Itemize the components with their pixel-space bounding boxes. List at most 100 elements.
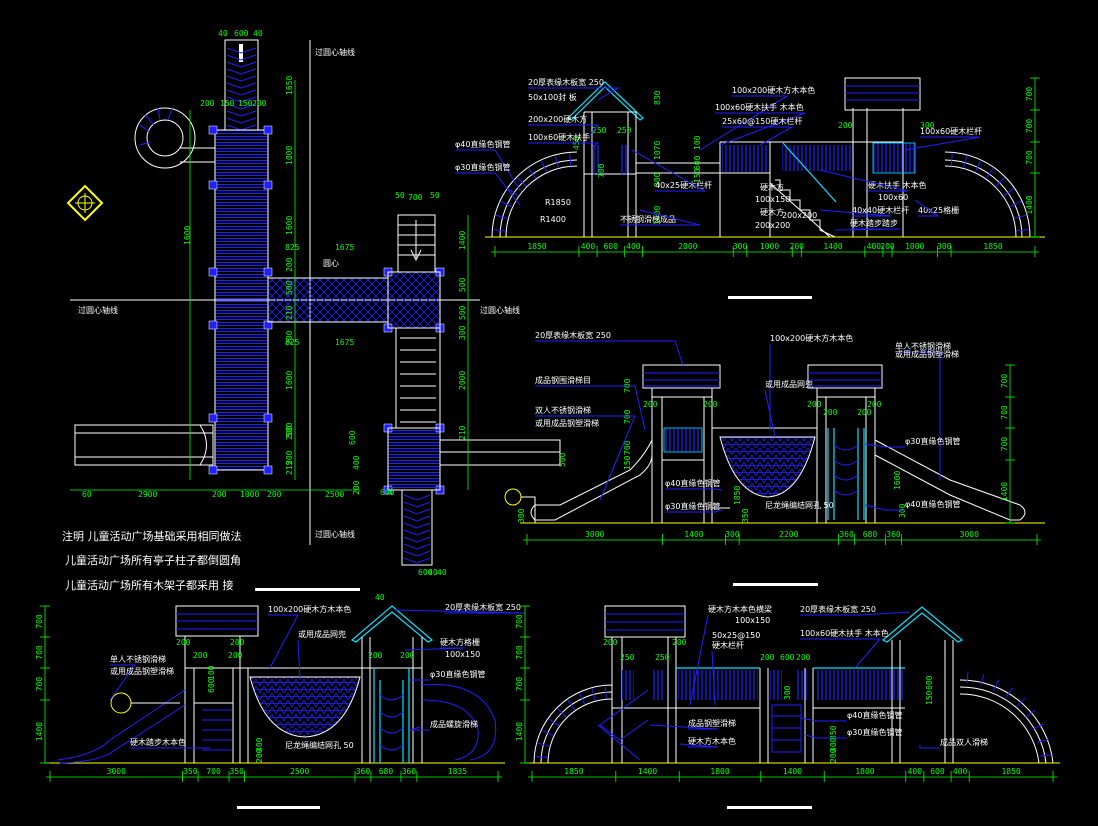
dim: 40 xyxy=(253,29,263,38)
chevron-mark xyxy=(403,543,431,550)
dimension-value: 150 xyxy=(693,168,702,183)
dimension-value: 350 xyxy=(183,767,198,776)
arch-tile xyxy=(1025,709,1036,718)
plan-platform-upper xyxy=(387,271,441,329)
annotation-label: 40x25格栅 xyxy=(918,205,959,215)
annotation-label: 或用成品钢塑滑梯 xyxy=(895,349,959,359)
chevron-mark xyxy=(226,103,257,110)
leader-line xyxy=(914,199,940,217)
chevron-mark xyxy=(226,110,257,117)
annotation-label: 双人不锈钢滑梯 xyxy=(535,405,591,415)
leader-line xyxy=(109,664,136,701)
dimension-value: 300 xyxy=(458,325,467,340)
annotation-label: 20厚表缘木板宽 250 xyxy=(800,604,876,614)
plan-down-slide xyxy=(401,489,433,566)
dimension-value: 300 xyxy=(920,121,935,130)
annotation-label: φ40直缘色钢管 xyxy=(847,710,902,720)
roof xyxy=(567,81,644,121)
dimension-value: 500 xyxy=(458,305,467,320)
center-marker-icon xyxy=(66,184,104,222)
dimension-value: 1400 xyxy=(653,206,662,225)
leader-line xyxy=(535,340,684,366)
post xyxy=(263,465,273,475)
leader-line xyxy=(711,650,716,706)
dimension-value: 700 xyxy=(515,677,524,692)
axis-label-left: 过圆心轴线 xyxy=(78,305,118,315)
chevron-mark xyxy=(226,47,257,54)
plan-view: 过圆心轴线 过圆心轴线 过圆心轴线 过圆心轴线 圆心 40 600 40 xyxy=(62,29,561,602)
dimension-value: 200 xyxy=(829,748,838,763)
annotation-label: 不锈钢滑梯成品 xyxy=(620,214,676,224)
annotation-label: 200x200 xyxy=(782,211,817,220)
annotation-label: 100x60硬木扶手 木本色 xyxy=(715,102,804,112)
dimension-value: 200 xyxy=(200,99,215,108)
dimension-value: 850 xyxy=(829,725,838,740)
dimension-value: 350 xyxy=(230,767,245,776)
dimension-value: 1675 xyxy=(335,243,354,252)
annotation-label: 尼龙绳编结网孔 50 xyxy=(285,740,354,750)
chevron-mark xyxy=(403,515,431,522)
annotation-label: 硬木扶手 木本色 xyxy=(868,180,927,190)
dimension-value: 1400 xyxy=(783,767,802,776)
dimension-value: 600 xyxy=(925,675,934,690)
chevron-mark xyxy=(226,68,257,75)
dimension-value: 200 xyxy=(672,638,687,647)
dimension-value: 200 xyxy=(230,638,245,647)
leader-line xyxy=(455,149,521,191)
leader-line xyxy=(819,169,909,192)
dimension-value: 700 xyxy=(623,440,632,455)
dimension-value: 300 xyxy=(653,172,662,187)
arch-tile xyxy=(950,153,953,166)
annotation-label: 100x60硬木扶手 木本色 xyxy=(800,628,889,638)
chevron-mark xyxy=(403,550,431,557)
annotation-label: 20厚表缘木板宽 250 xyxy=(528,77,604,87)
annotation-label: 单人不锈钢滑梯 xyxy=(895,341,951,351)
dimension-value: 830 xyxy=(653,90,662,105)
arch-tile xyxy=(567,699,576,711)
leader-line xyxy=(864,504,905,511)
annotation-label: 100x200硬木方木本色 xyxy=(770,333,853,343)
leader-line xyxy=(799,717,847,722)
post xyxy=(263,180,273,190)
dimension-value: 1600 xyxy=(893,471,902,490)
annotation-label: 40x40硬木栏杆 xyxy=(852,205,909,215)
dimension-value: 700 xyxy=(1000,437,1009,452)
dimension-value: 3000 xyxy=(585,530,604,539)
annotation-label: φ30直缘色钢管 xyxy=(430,669,485,679)
leader-line xyxy=(689,614,709,706)
arch-tile xyxy=(963,155,968,168)
chevron-mark xyxy=(226,89,257,96)
arch-tile xyxy=(579,693,585,705)
plan-platform-lower xyxy=(387,427,441,491)
annotation-label: 尼龙绳编结网孔 50 xyxy=(765,500,834,510)
dimension-value: 825 xyxy=(285,338,300,347)
chevron-mark xyxy=(403,501,431,508)
annotation-label: φ40直缘色钢管 xyxy=(665,478,720,488)
dimension-value: 300 xyxy=(517,508,526,523)
dimension-value: 1400 xyxy=(35,722,44,741)
leader-line xyxy=(528,124,600,136)
annotation-label: 200x200硬木方 xyxy=(528,114,587,124)
leader-line xyxy=(535,385,646,431)
dimension-value: 200 xyxy=(838,121,853,130)
arch-tile xyxy=(569,153,572,166)
arch-tile xyxy=(1037,738,1049,743)
leader-line xyxy=(819,209,893,217)
annotation-label: 100x150 xyxy=(735,616,770,625)
leader-line xyxy=(631,149,707,192)
dimension-value: 200 xyxy=(867,400,882,409)
arch-tile xyxy=(980,674,985,686)
annotation-label: 硬木方格栅 xyxy=(440,637,480,647)
annotation-label: φ30直缘色钢管 xyxy=(905,436,960,446)
annotation-label: 100x200硬木方木本色 xyxy=(732,85,815,95)
dimension-value: 500 xyxy=(458,277,467,292)
dimension-value: 200 xyxy=(212,490,227,499)
post xyxy=(208,125,218,135)
dimension-value: 360 xyxy=(356,767,371,776)
dimension-value: 300 xyxy=(898,503,907,518)
dimension-value: 150 xyxy=(623,455,632,470)
dim: 40 xyxy=(218,29,228,38)
dimension-value: 100 xyxy=(207,665,216,680)
dimension-value: 50 xyxy=(430,191,440,200)
